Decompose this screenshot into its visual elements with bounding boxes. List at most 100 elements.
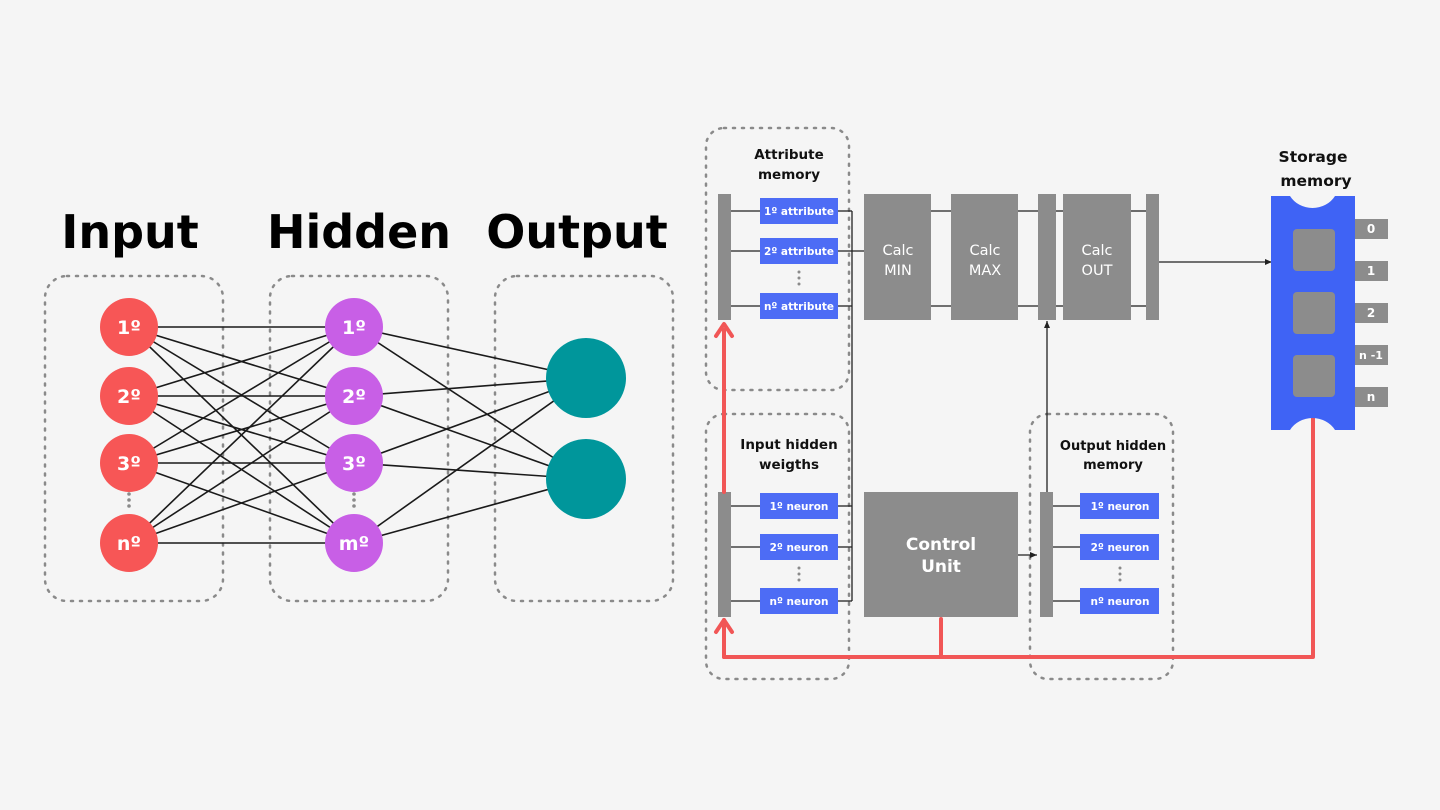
input-hidden-weights-box <box>704 412 851 681</box>
data-wires <box>731 210 1272 602</box>
output-hidden-item-2: 2º neuron <box>1080 534 1159 560</box>
storage-slot-3 <box>1293 355 1335 397</box>
output-hidden-item-1: 1º neuron <box>1080 493 1159 519</box>
address-label-n-1: n -1 <box>1355 345 1388 365</box>
input-ellipsis <box>127 492 131 508</box>
edge-input-3-hidden-0 <box>128 326 355 544</box>
edge-hidden-1-output-1 <box>353 395 587 480</box>
hidden-node-label: 2º <box>342 386 366 408</box>
edge-hidden-3-output-0 <box>353 377 587 544</box>
network-diagram: Input Hidden Output 1º 2º 3º nº <box>43 205 675 603</box>
address-label-n: n <box>1355 387 1388 407</box>
input-hidden-weights-title-2: weigths <box>759 457 819 473</box>
output-heading: Output <box>486 205 668 259</box>
edge-hidden-0-output-1 <box>353 326 587 480</box>
attribute-item-2: 2º attribute <box>760 238 838 264</box>
output-hidden-ellipsis <box>1118 566 1122 582</box>
weights-mux-bar <box>718 492 731 617</box>
hidden-node-2: 2º <box>325 367 383 425</box>
calc-out-block: Calc OUT <box>1063 194 1131 320</box>
address-text: 1 <box>1367 264 1375 278</box>
address-text: n -1 <box>1359 349 1383 362</box>
address-label-2: 2 <box>1355 303 1388 323</box>
storage-memory-title-2: memory <box>1280 172 1351 190</box>
calc-max-block: Calc MAX <box>951 194 1018 320</box>
output-register-bar <box>1146 194 1159 320</box>
weights-item-2: 2º neuron <box>760 534 838 560</box>
attribute-memory-title-2: memory <box>758 167 820 183</box>
storage-slot-2 <box>1293 292 1335 334</box>
output-hidden-memory-title-2: memory <box>1083 458 1143 473</box>
input-heading: Input <box>61 205 199 259</box>
attribute-item-1: 1º attribute <box>760 198 838 224</box>
output-hidden-item-label: 1º neuron <box>1091 501 1150 513</box>
address-label-0: 0 <box>1355 219 1388 239</box>
hidden-node-3: 3º <box>325 434 383 492</box>
output-layer-box <box>493 274 675 603</box>
output-hidden-memory-title: Output hidden <box>1060 439 1166 454</box>
attribute-item-label: 1º attribute <box>764 206 834 218</box>
hidden-node-label: mº <box>339 533 370 555</box>
address-text: n <box>1367 390 1376 404</box>
calc-register-bar <box>1038 194 1056 320</box>
input-node-n: nº <box>100 514 158 572</box>
storage-memory: 0 1 2 n -1 n <box>1271 196 1388 430</box>
hidden-node-1: 1º <box>325 298 383 356</box>
calc-min-label: Calc <box>882 243 913 259</box>
input-node-label: 2º <box>117 386 141 408</box>
output-node-2 <box>546 439 626 519</box>
address-label-1: 1 <box>1355 261 1388 281</box>
weights-item-label: nº neuron <box>770 596 829 608</box>
weights-item-1: 1º neuron <box>760 493 838 519</box>
edge-input-3-hidden-1 <box>128 395 355 544</box>
attribute-memory-title: Attribute <box>754 147 824 163</box>
red-bus <box>714 322 1315 659</box>
edge-input-3-hidden-2 <box>128 462 355 544</box>
storage-memory-title: Storage <box>1279 148 1348 166</box>
weights-ellipsis <box>797 566 801 582</box>
edge-input-2-hidden-0 <box>128 326 355 464</box>
weights-item-label: 1º neuron <box>770 501 829 513</box>
input-node-label: 3º <box>117 453 141 475</box>
edge-hidden-3-output-1 <box>353 478 587 544</box>
input-node-2: 2º <box>100 367 158 425</box>
calc-out-label-2: OUT <box>1082 263 1113 279</box>
address-text: 2 <box>1367 306 1375 320</box>
address-text: 0 <box>1367 222 1375 236</box>
hidden-node-label: 1º <box>342 317 366 339</box>
attribute-mux-bar <box>718 194 731 320</box>
connection-lines <box>128 326 587 544</box>
attribute-item-n: nº attribute <box>760 293 838 319</box>
control-unit-label-2: Unit <box>921 557 961 577</box>
input-node-label: nº <box>117 533 141 555</box>
weights-item-label: 2º neuron <box>770 542 829 554</box>
edge-input-1-hidden-0 <box>128 326 355 397</box>
output-node-1 <box>546 338 626 418</box>
calc-min-block: Calc MIN <box>864 194 931 320</box>
attribute-item-label: 2º attribute <box>764 246 834 258</box>
edge-input-2-hidden-1 <box>128 395 355 464</box>
edge-hidden-2-output-0 <box>353 377 587 464</box>
hidden-heading: Hidden <box>267 205 451 259</box>
output-hidden-item-label: nº neuron <box>1091 596 1150 608</box>
input-hidden-weights-title: Input hidden <box>740 437 837 453</box>
attribute-ellipsis <box>797 270 801 286</box>
input-layer-box <box>43 274 225 603</box>
hidden-node-label: 3º <box>342 453 366 475</box>
calc-max-label-2: MAX <box>969 263 1001 279</box>
hidden-node-m: mº <box>325 514 383 572</box>
attribute-item-label: nº attribute <box>764 301 834 313</box>
output-hidden-item-label: 2º neuron <box>1091 542 1150 554</box>
output-hidden-memory-box <box>1028 412 1175 681</box>
input-node-label: 1º <box>117 317 141 339</box>
input-node-1: 1º <box>100 298 158 356</box>
output-hidden-mux-bar <box>1040 492 1053 617</box>
output-hidden-item-n: nº neuron <box>1080 588 1159 614</box>
calc-max-label: Calc <box>969 243 1000 259</box>
hardware-diagram: Attribute memory Input hidden weigths Ou… <box>704 126 1388 681</box>
hidden-ellipsis <box>352 492 356 508</box>
input-node-3: 3º <box>100 434 158 492</box>
calc-out-label: Calc <box>1081 243 1112 259</box>
